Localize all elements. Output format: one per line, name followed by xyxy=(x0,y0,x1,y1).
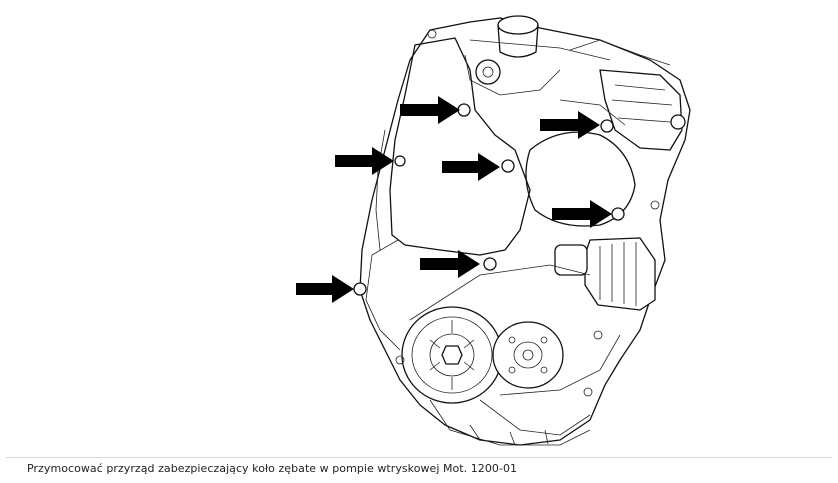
arrow-lower-center-bolt xyxy=(420,250,480,278)
caption-divider xyxy=(6,457,832,458)
water-pump-pulley xyxy=(492,321,564,389)
arrow-lower-left-bolt xyxy=(296,275,354,303)
drive-belt xyxy=(409,264,621,436)
arrow-left-edge-bolt xyxy=(335,147,394,175)
pointer-arrows xyxy=(296,96,612,303)
alternator xyxy=(554,237,656,311)
arrow-center-bolt xyxy=(442,153,500,181)
injection-pump-sprocket xyxy=(525,131,636,227)
injection-pump-head xyxy=(559,39,686,151)
crankshaft-pulley xyxy=(401,306,503,404)
oil-filler-neck xyxy=(464,15,611,96)
arrow-right-bolt xyxy=(552,200,612,228)
engine-diagram xyxy=(296,15,691,446)
arrow-upper-right-bolt xyxy=(540,111,600,139)
engine-block-outline xyxy=(359,17,691,446)
figure-caption: Przymocować przyrząd zabezpieczający koł… xyxy=(27,462,518,475)
arrow-upper-left-bolt xyxy=(400,96,460,124)
caption-bar: Przymocować przyrząd zabezpieczający koł… xyxy=(0,458,838,483)
oil-sump xyxy=(429,399,591,446)
